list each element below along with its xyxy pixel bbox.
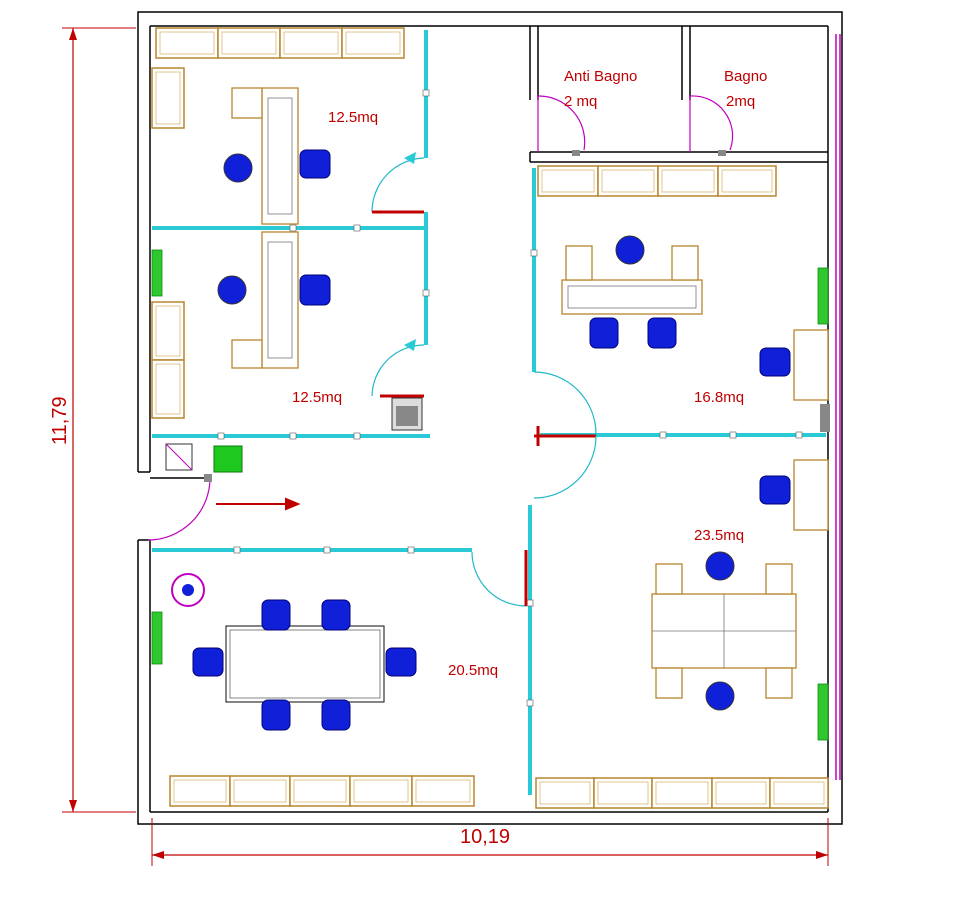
plants (151, 249, 830, 741)
bathroom-walls (529, 26, 828, 163)
room-area-office-1: 12.5mq (328, 109, 378, 126)
chairs (171, 149, 791, 731)
dimension-height: 11,79 (49, 396, 71, 445)
outer-walls (137, 11, 843, 825)
chair (299, 149, 331, 179)
room-area-bagno: 2mq (726, 93, 755, 110)
cabinets (151, 27, 829, 809)
room-name-anti-bagno: Anti Bagno (564, 68, 637, 85)
doors (147, 152, 597, 607)
room-area-office-3: 16.8mq (694, 389, 744, 406)
desks (225, 87, 829, 703)
room-area-meeting: 20.5mq (448, 662, 498, 679)
labels: 10,19 11,79 12.5mq 12.5mq Anti Bagno 2 m… (49, 68, 767, 848)
dimension-lines (62, 27, 829, 866)
room-area-office-2: 12.5mq (292, 389, 342, 406)
room-area-anti-bagno: 2 mq (564, 93, 597, 110)
dimension-width: 10,19 (460, 826, 510, 848)
room-area-office-4: 23.5mq (694, 527, 744, 544)
room-name-bagno: Bagno (724, 68, 767, 85)
entrance-arrow (216, 497, 301, 511)
